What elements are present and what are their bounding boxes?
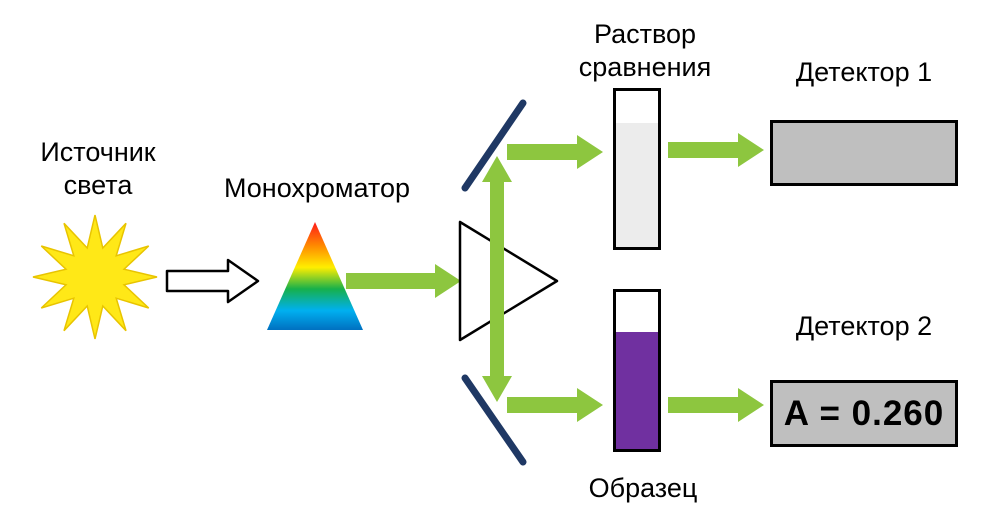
sample-liquid <box>616 332 658 449</box>
lower-mirror-icon <box>461 374 527 466</box>
reference-cuvette <box>613 88 661 250</box>
reference-liquid <box>616 123 658 247</box>
beam-to-splitter-arrow <box>346 264 461 298</box>
detector1-label: Детектор 1 <box>795 57 933 87</box>
absorbance-reading: A = 0.260 <box>783 393 945 433</box>
split-beam-vertical-arrow <box>482 156 512 402</box>
reference-solution-label: Раствор сравнения <box>578 19 712 82</box>
monochromator-label: Монохроматор <box>223 173 411 203</box>
splitter-prism-icon <box>458 220 559 342</box>
detector2-label: Детектор 2 <box>795 311 933 341</box>
rainbow-prism-icon <box>267 222 363 330</box>
beam-to-detector2-arrow <box>668 388 764 422</box>
beam-to-detector1-arrow <box>668 133 764 167</box>
detector1-box <box>770 120 958 186</box>
sample-cuvette <box>613 289 661 452</box>
upper-mirror-icon <box>461 99 527 192</box>
detector2-box: A = 0.260 <box>770 380 958 447</box>
sample-label: Образец <box>588 473 698 503</box>
light-source-label: Источник света <box>40 137 156 200</box>
beam-to-sample-arrow <box>507 388 603 422</box>
source-to-monochromator-arrow <box>165 258 260 304</box>
beam-to-reference-arrow <box>507 135 603 169</box>
sunburst-icon <box>32 214 158 340</box>
